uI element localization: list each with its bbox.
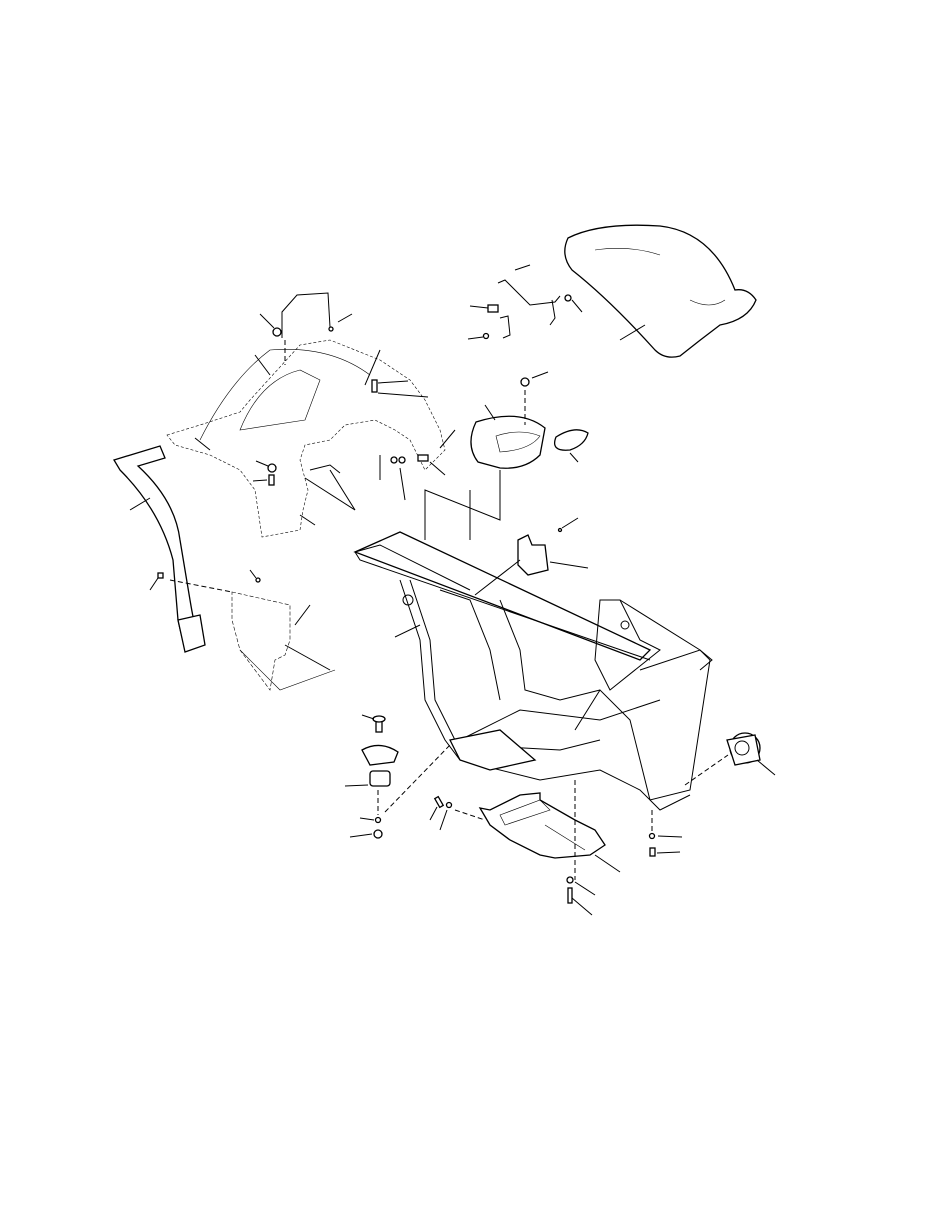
grommet [553,429,589,451]
grommet [267,463,277,473]
leader-line [619,324,646,341]
seat [564,224,757,358]
nut [272,327,282,337]
seat-latch [467,264,583,340]
rear-fender [166,339,446,538]
frame [353,531,713,811]
hardware [344,714,451,839]
rear-rack [259,292,353,365]
fender-flare [113,445,206,653]
hardware [379,429,456,501]
mud-guard [169,569,336,691]
side-cover [424,371,589,540]
engine-mount [474,517,589,596]
skid-plate [429,780,621,916]
bushing [648,732,776,857]
